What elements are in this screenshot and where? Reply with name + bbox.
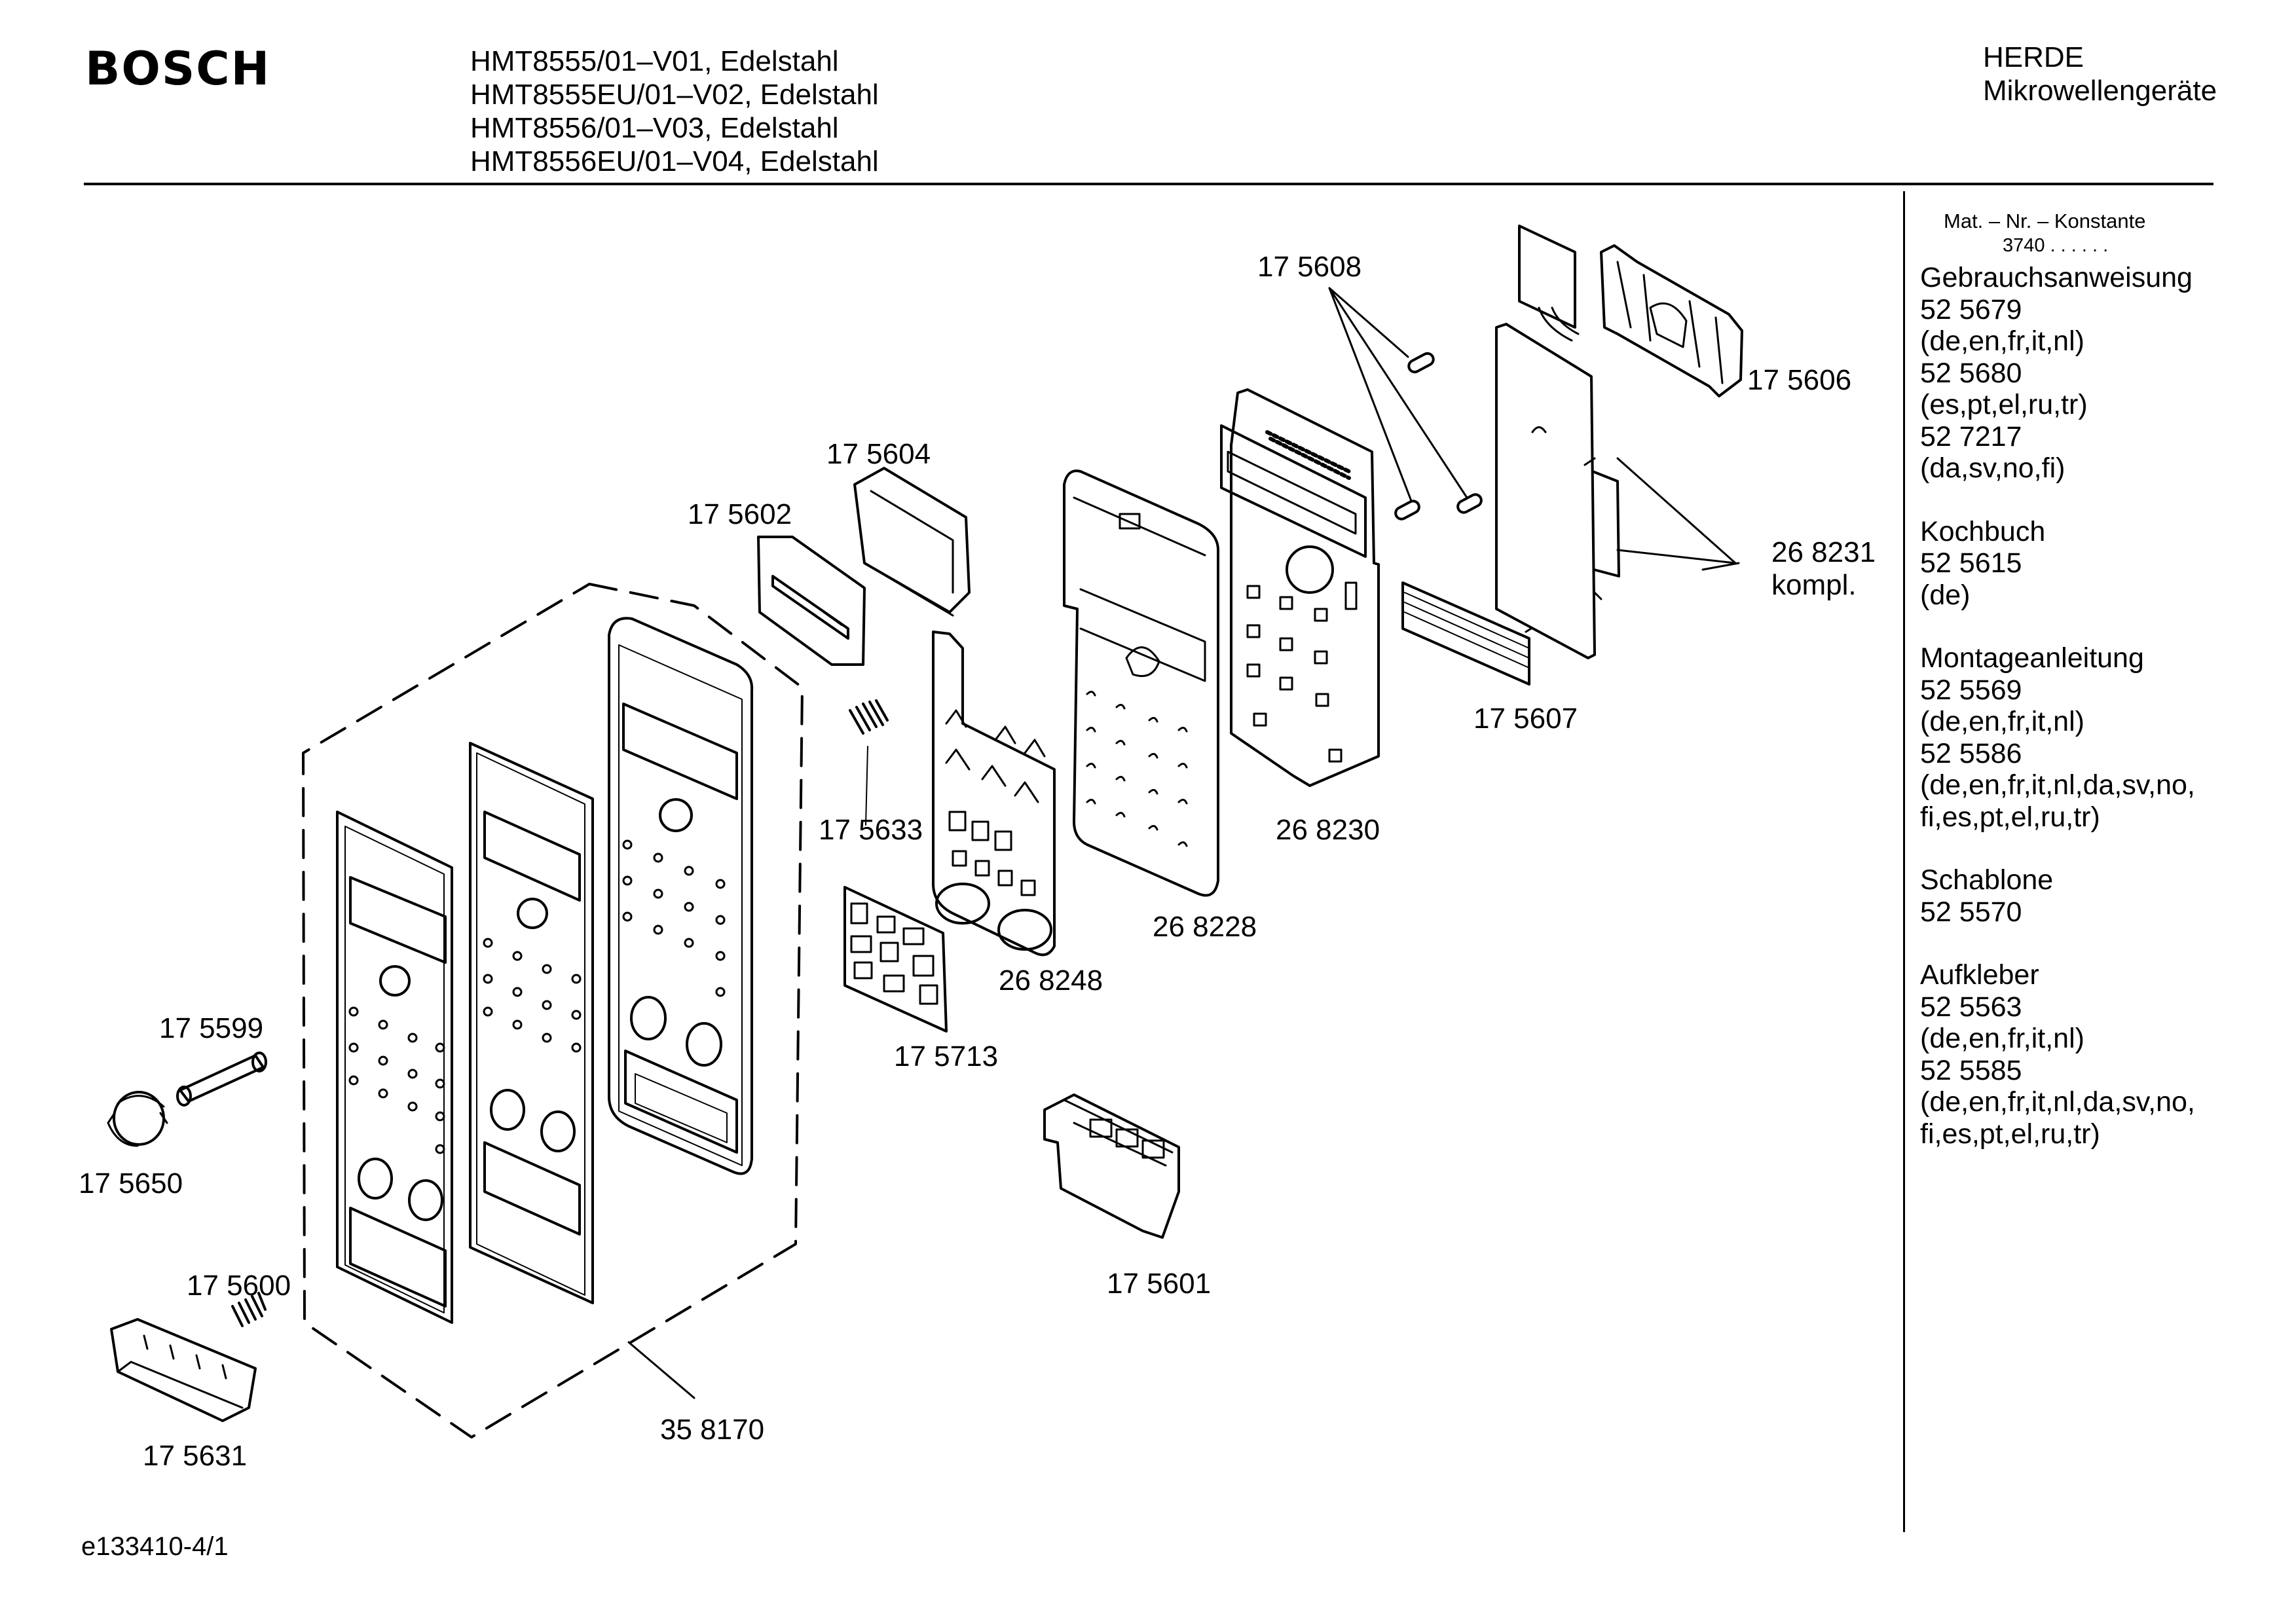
part-label: 26 8228	[1153, 911, 1257, 943]
doc-line: 52 5680	[1920, 357, 2022, 389]
doc-line: 52 7217	[1920, 420, 2022, 452]
doc-line: 52 5585	[1920, 1054, 2022, 1086]
doc-line: (de,en,fr,it,nl,da,sv,no,	[1920, 1086, 2195, 1118]
part-label: 17 5599	[159, 1012, 263, 1044]
constant-title: Mat. – Nr. – Konstante	[1944, 210, 2146, 232]
category-line: Mikrowellengeräte	[1983, 75, 2217, 107]
exploded-view-diagram: 17 5608 17 5606 17 5604 17 5602 26 8231 …	[79, 225, 1876, 1472]
pin-parts	[1328, 287, 1483, 521]
doc-line: fi,es,pt,el,ru,tr)	[1920, 1118, 2100, 1150]
doc-section: Aufkleber 52 5563 (de,en,fr,it,nl) 52 55…	[1920, 959, 2287, 1150]
mounting-bracket-part	[1600, 244, 1743, 397]
brand-logo: BOSCH	[85, 42, 271, 96]
part-label: 17 5713	[894, 1040, 998, 1072]
documents-sidebar: Mat. – Nr. – Konstante 3740 . . . . . . …	[1920, 208, 2287, 1150]
doc-line: 52 5586	[1920, 737, 2022, 769]
spring-part	[231, 1292, 267, 1327]
model-list: HMT8555/01–V01, Edelstahl HMT8555EU/01–V…	[470, 45, 879, 178]
part-label: 17 5602	[688, 498, 792, 530]
small-spring-part	[849, 699, 889, 826]
header-divider	[84, 183, 2213, 185]
shaft-part	[176, 1052, 267, 1107]
doc-section: Montageanleitung 52 5569 (de,en,fr,it,nl…	[1920, 642, 2287, 833]
front-frame-part	[608, 617, 754, 1175]
part-label: 17 5607	[1473, 703, 1578, 735]
doc-section: Kochbuch 52 5615 (de)	[1920, 516, 2287, 612]
doc-line: 52 5679	[1920, 293, 2022, 325]
sidebar-divider	[1903, 191, 1905, 1532]
doc-section: Schablone 52 5570	[1920, 864, 2287, 928]
doc-line: 52 5569	[1920, 674, 2022, 706]
part-label: 17 5650	[79, 1167, 183, 1200]
part-label: 17 5606	[1747, 364, 1851, 396]
model-line: HMT8556EU/01–V04, Edelstahl	[470, 145, 879, 177]
doc-section: Gebrauchsanweisung 52 5679 (de,en,fr,it,…	[1920, 262, 2287, 485]
part-label: 35 8170	[660, 1414, 764, 1446]
model-line: HMT8556/01–V03, Edelstahl	[470, 112, 839, 144]
part-labels: 17 5608 17 5606 17 5604 17 5602 26 8231 …	[79, 251, 1876, 1472]
doc-line: (de,en,fr,it,nl)	[1920, 1023, 2084, 1054]
front-panel-assembly-outline	[302, 583, 804, 1438]
doc-line: (es,pt,el,ru,tr)	[1920, 389, 2088, 420]
control-board-part	[1220, 388, 1380, 787]
display-window-part	[757, 536, 866, 666]
doc-line: (de,en,fr,it,nl)	[1920, 325, 2084, 357]
middle-panel-part	[469, 742, 594, 1304]
doc-section-title: Gebrauchsanweisung	[1920, 262, 2193, 293]
part-label: kompl.	[1771, 569, 1857, 601]
doc-section-title: Aufkleber	[1920, 959, 2039, 991]
keypad-contact-part	[843, 886, 948, 1033]
part-label: 26 8230	[1276, 814, 1380, 846]
part-label: 17 5600	[187, 1270, 291, 1302]
doc-section-title: Montageanleitung	[1920, 642, 2144, 674]
model-line: HMT8555EU/01–V02, Edelstahl	[470, 79, 879, 111]
doc-line: 52 5570	[1920, 896, 2022, 928]
doc-section-title: Kochbuch	[1920, 515, 2046, 547]
doc-section-title: Schablone	[1920, 864, 2054, 896]
part-label: 17 5604	[826, 438, 931, 470]
power-board-part	[1495, 225, 1620, 659]
doc-line: (da,sv,no,fi)	[1920, 452, 2065, 484]
part-label: 17 5631	[143, 1440, 247, 1472]
doc-line: 52 5615	[1920, 547, 2022, 579]
part-label: 17 5601	[1107, 1268, 1211, 1300]
part-label: 17 5608	[1257, 251, 1361, 283]
keypad-membrane-part	[932, 631, 1056, 957]
constant-value: 3740 . . . . . .	[2003, 235, 2109, 256]
front-foil-part	[336, 811, 453, 1324]
doc-line: (de,en,fr,it,nl)	[1920, 706, 2084, 737]
model-line: HMT8555/01–V01, Edelstahl	[470, 45, 839, 77]
drawing-id: e133410-4/1	[81, 1532, 229, 1561]
door-latch-part	[1043, 1093, 1180, 1239]
doc-line: (de)	[1920, 579, 1971, 611]
knob-part	[107, 1091, 168, 1147]
leader-lines	[627, 457, 1740, 1399]
part-label: 17 5633	[819, 814, 923, 846]
doc-line: fi,es,pt,el,ru,tr)	[1920, 801, 2100, 833]
part-label: 26 8231	[1771, 536, 1876, 568]
category-line: HERDE	[1983, 41, 2084, 73]
category-block: HERDE Mikrowellengeräte	[1983, 41, 2217, 107]
doc-line: (de,en,fr,it,nl,da,sv,no,	[1920, 769, 2195, 801]
keypad-carrier-part	[1063, 469, 1219, 897]
doc-line: 52 5563	[1920, 991, 2022, 1023]
ribbon-cable-part	[1401, 581, 1532, 686]
display-holder-part	[853, 467, 971, 617]
part-label: 26 8248	[999, 964, 1103, 997]
door-button-part	[110, 1318, 257, 1422]
